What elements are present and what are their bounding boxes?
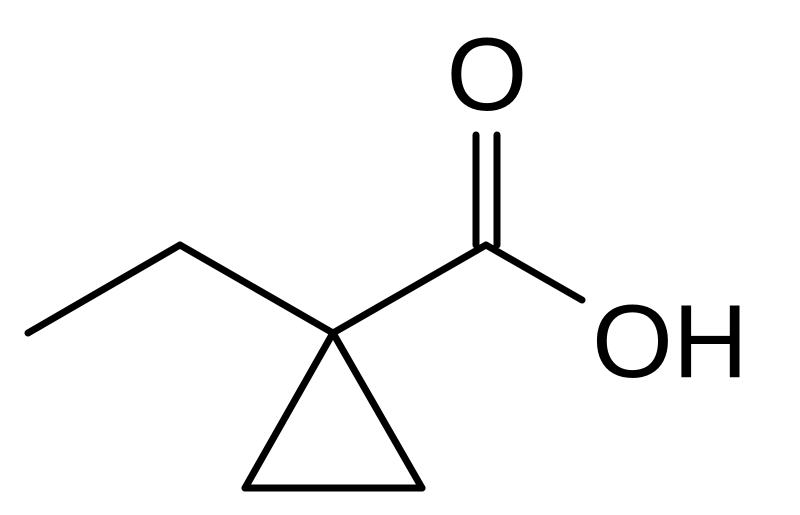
hydroxyl-label: OH bbox=[592, 284, 748, 400]
bond-methyl-methylene bbox=[24, 241, 184, 337]
carbonyl-oxygen-label: O bbox=[447, 17, 528, 133]
cyclopropane-bond-left bbox=[241, 329, 337, 492]
bond-quaternary-carbon-carboxyl-carbon bbox=[329, 241, 490, 337]
cyclopropane-bond-right bbox=[329, 329, 426, 492]
bond-carboxyl-carbon-hydroxyl bbox=[482, 241, 586, 304]
bond-methylene-quaternary-carbon bbox=[176, 241, 337, 337]
